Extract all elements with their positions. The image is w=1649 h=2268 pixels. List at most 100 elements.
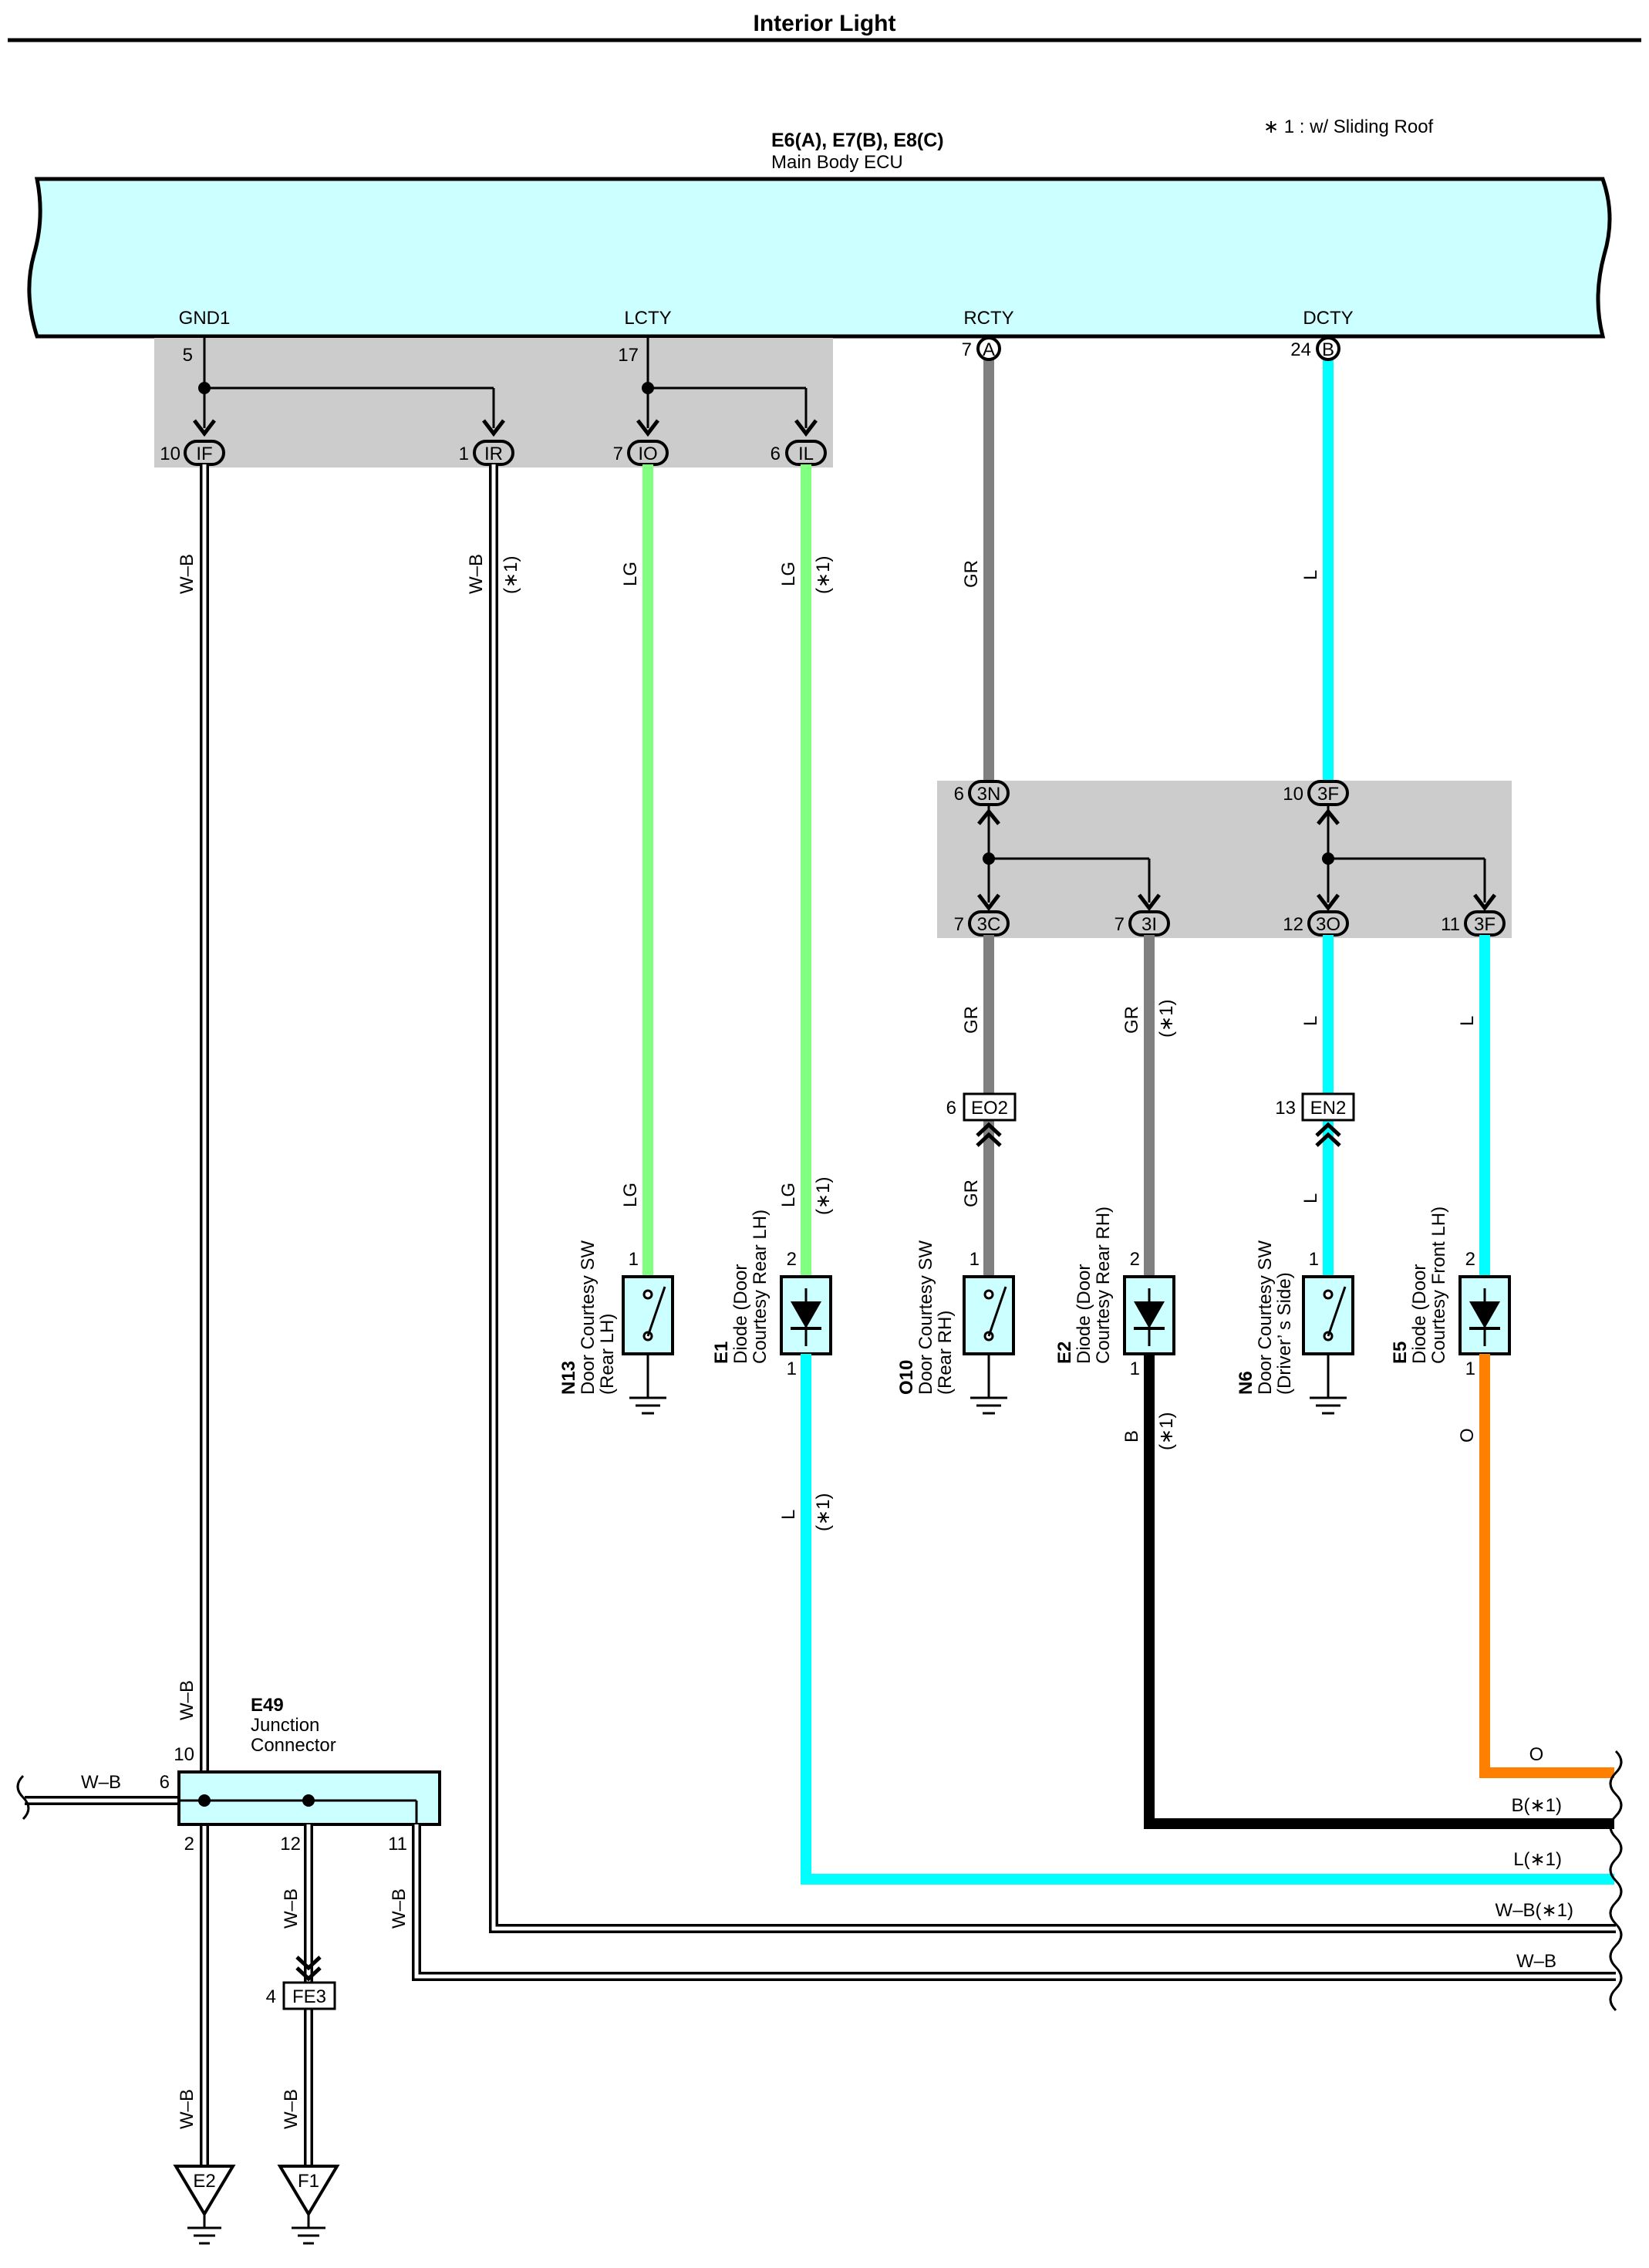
pin-e2-bottom: 1 <box>1130 1358 1140 1379</box>
component-name-e1: Diode (Door <box>730 1264 751 1364</box>
wire-label-l: L <box>778 1510 799 1520</box>
wire-wb-ir <box>489 464 1616 1933</box>
svg-text:IR: IR <box>484 444 503 464</box>
ground-point-f1: F1 <box>277 2165 340 2245</box>
splice-dot <box>302 1794 315 1807</box>
wire-label-star1: (∗1) <box>813 556 834 594</box>
junction-internal <box>179 1799 418 1824</box>
wire-label-gr: GR <box>1121 1006 1142 1034</box>
bus-label-l: L(∗1) <box>1513 1849 1562 1870</box>
component-ref-n13: N13 <box>558 1361 579 1395</box>
component-desc-n13: (Rear LH) <box>597 1314 618 1395</box>
splice-dot <box>642 382 654 394</box>
svg-text:3I: 3I <box>1141 914 1157 935</box>
pin-3c: 7 <box>954 914 964 935</box>
wire-o-e5 <box>1479 1354 1614 1778</box>
pin-o10: 1 <box>970 1249 980 1270</box>
pin-3i: 7 <box>1115 914 1125 935</box>
pin-ir: 1 <box>459 444 469 464</box>
connector-eo2: EO2 <box>963 1092 1017 1147</box>
wire-label-l: L <box>1300 1193 1321 1203</box>
wire-label-gr: GR <box>961 1180 982 1207</box>
mid-junction-capsules-out: 3C 3I 3O 3F <box>968 910 1506 937</box>
wire-label-star1: (∗1) <box>813 1493 834 1531</box>
mid-junction-capsules-in: 3N 3F <box>968 780 1349 806</box>
splice-dot <box>1322 852 1334 865</box>
ecu-connector-b: B <box>1316 336 1340 361</box>
svg-text:3F: 3F <box>1474 914 1496 935</box>
component-desc-o10: (Rear RH) <box>935 1311 956 1395</box>
capsule-io: IO <box>627 440 669 466</box>
pin-e49-left: 6 <box>160 1772 170 1793</box>
wire-label-star1: (∗1) <box>1156 1412 1177 1450</box>
svg-text:IF: IF <box>196 444 212 464</box>
pin-eo2: 6 <box>946 1098 956 1119</box>
break-symbol-left <box>16 1774 30 1821</box>
pin-gnd1: 5 <box>183 345 193 366</box>
wire-label-star1: (∗1) <box>501 556 521 594</box>
svg-text:3N: 3N <box>977 784 1001 805</box>
ecu-connector-a: A <box>976 336 1001 361</box>
door-courtesy-sw-rear-lh <box>622 1275 674 1415</box>
pin-3n: 6 <box>954 784 964 805</box>
mid-junction-chevrons <box>977 808 1496 912</box>
wire-label-lg: LG <box>778 1183 799 1207</box>
bus-label-wb: W–B <box>1516 1951 1556 1972</box>
wire-label-gr: GR <box>961 1006 982 1034</box>
wire-label-wb: W–B <box>389 1888 410 1929</box>
terminal-lcty: LCTY <box>624 308 671 329</box>
pin-e49-b1: 2 <box>184 1834 194 1855</box>
pin-dcty: 24 <box>1290 339 1311 360</box>
diode-courtesy-rear-rh <box>1123 1275 1175 1355</box>
pin-e49-top: 10 <box>174 1744 194 1765</box>
pin-3f-out: 11 <box>1441 914 1460 935</box>
bus-label-wb1: W–B(∗1) <box>1496 1900 1573 1921</box>
splice-dot <box>983 852 995 865</box>
svg-text:F1: F1 <box>298 2171 319 2192</box>
footnote: ∗ 1 : w/ Sliding Roof <box>1263 116 1434 137</box>
pin-n13: 1 <box>629 1249 639 1270</box>
terminal-dcty: DCTY <box>1303 308 1353 329</box>
junction-connector-line2: Connector <box>251 1735 336 1756</box>
junction-connector-line1: Junction <box>251 1715 319 1736</box>
wire-label-wb: W–B <box>281 2089 302 2129</box>
wire-label-l: L <box>1300 570 1321 580</box>
wire-label-lg: LG <box>778 562 799 586</box>
svg-text:3O: 3O <box>1316 914 1340 935</box>
pin-e5-top: 2 <box>1465 1249 1475 1270</box>
pin-e49-b2: 12 <box>280 1834 301 1855</box>
component-desc-e1: Courtesy Rear LH) <box>750 1210 771 1364</box>
ground-point-e2: E2 <box>173 2165 236 2245</box>
gnd1-branch <box>203 338 808 428</box>
break-symbols-right <box>1609 1750 1623 2012</box>
wire-label-b: B <box>1121 1430 1142 1443</box>
connector-chevrons-top <box>193 419 818 437</box>
component-desc-e5: Courtesy Front LH) <box>1428 1207 1449 1364</box>
component-desc-n6: (Driver’ s Side) <box>1274 1272 1295 1395</box>
component-name-n6: Door Courtesy SW <box>1255 1240 1276 1395</box>
pin-3o: 12 <box>1283 914 1303 935</box>
terminal-rcty: RCTY <box>963 308 1013 329</box>
main-body-ecu-block <box>27 177 1612 339</box>
wire-label-lg: LG <box>620 1183 641 1207</box>
pin-n6: 1 <box>1309 1249 1319 1270</box>
component-ref-n6: N6 <box>1236 1371 1256 1395</box>
component-ref-o10: O10 <box>896 1360 917 1395</box>
door-courtesy-sw-rear-rh <box>963 1275 1015 1415</box>
wire-l-e1 <box>801 1354 1614 1885</box>
capsule-if: IF <box>184 440 225 466</box>
wire-label-wb: W–B <box>281 1888 302 1929</box>
pin-3f-in: 10 <box>1283 784 1303 805</box>
pin-il: 6 <box>771 444 781 464</box>
diode-courtesy-rear-lh <box>780 1275 832 1355</box>
wire-label-gr: GR <box>961 560 982 588</box>
connector-fe3: FE3 <box>282 1956 336 2010</box>
pin-e49-b3: 11 <box>388 1834 407 1855</box>
ecu-name: Main Body ECU <box>771 152 903 173</box>
component-ref-e2: E2 <box>1054 1342 1075 1364</box>
wire-label-wb: W–B <box>81 1772 121 1793</box>
wire-label-wb: W–B <box>177 554 197 594</box>
wire-label-wb: W–B <box>466 554 487 594</box>
wire-label-star1: (∗1) <box>1156 1000 1177 1038</box>
